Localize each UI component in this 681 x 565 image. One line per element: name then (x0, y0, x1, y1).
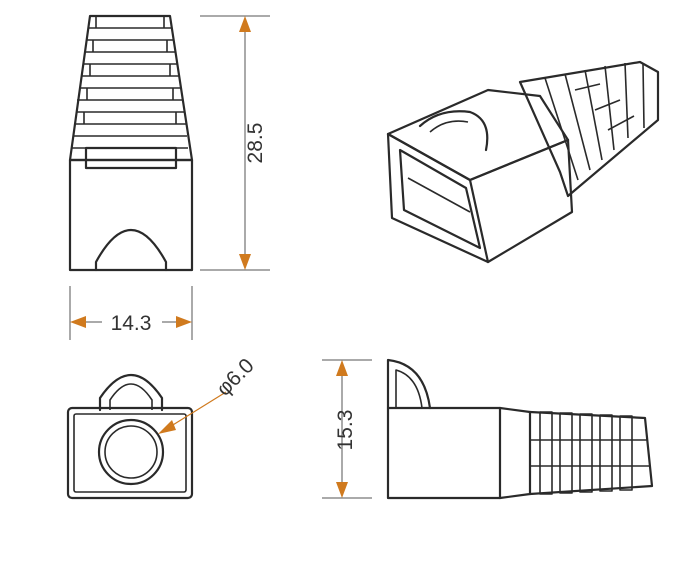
side-arrow-head-down (336, 482, 348, 498)
side-view (386, 358, 654, 500)
diameter-dimension-label: φ6.0 (212, 354, 259, 401)
arrow-head-left (70, 316, 86, 328)
width-dimension: 14.3 (69, 286, 193, 340)
isometric-view (386, 60, 660, 264)
front-view (68, 14, 194, 272)
arrow-head-right (176, 316, 192, 328)
side-height-dimension: 15.3 (322, 359, 372, 499)
side-height-dimension-label: 15.3 (334, 410, 357, 451)
arrow-head-down (239, 254, 251, 270)
diameter-arrow-head (158, 420, 176, 434)
height-dimension-label: 28.5 (244, 123, 267, 164)
height-dimension: 28.5 (200, 15, 270, 271)
end-view: φ6.0 (66, 354, 259, 500)
width-dimension-label: 14.3 (111, 312, 152, 335)
side-arrow-head-up (336, 360, 348, 376)
arrow-head-up (239, 16, 251, 32)
